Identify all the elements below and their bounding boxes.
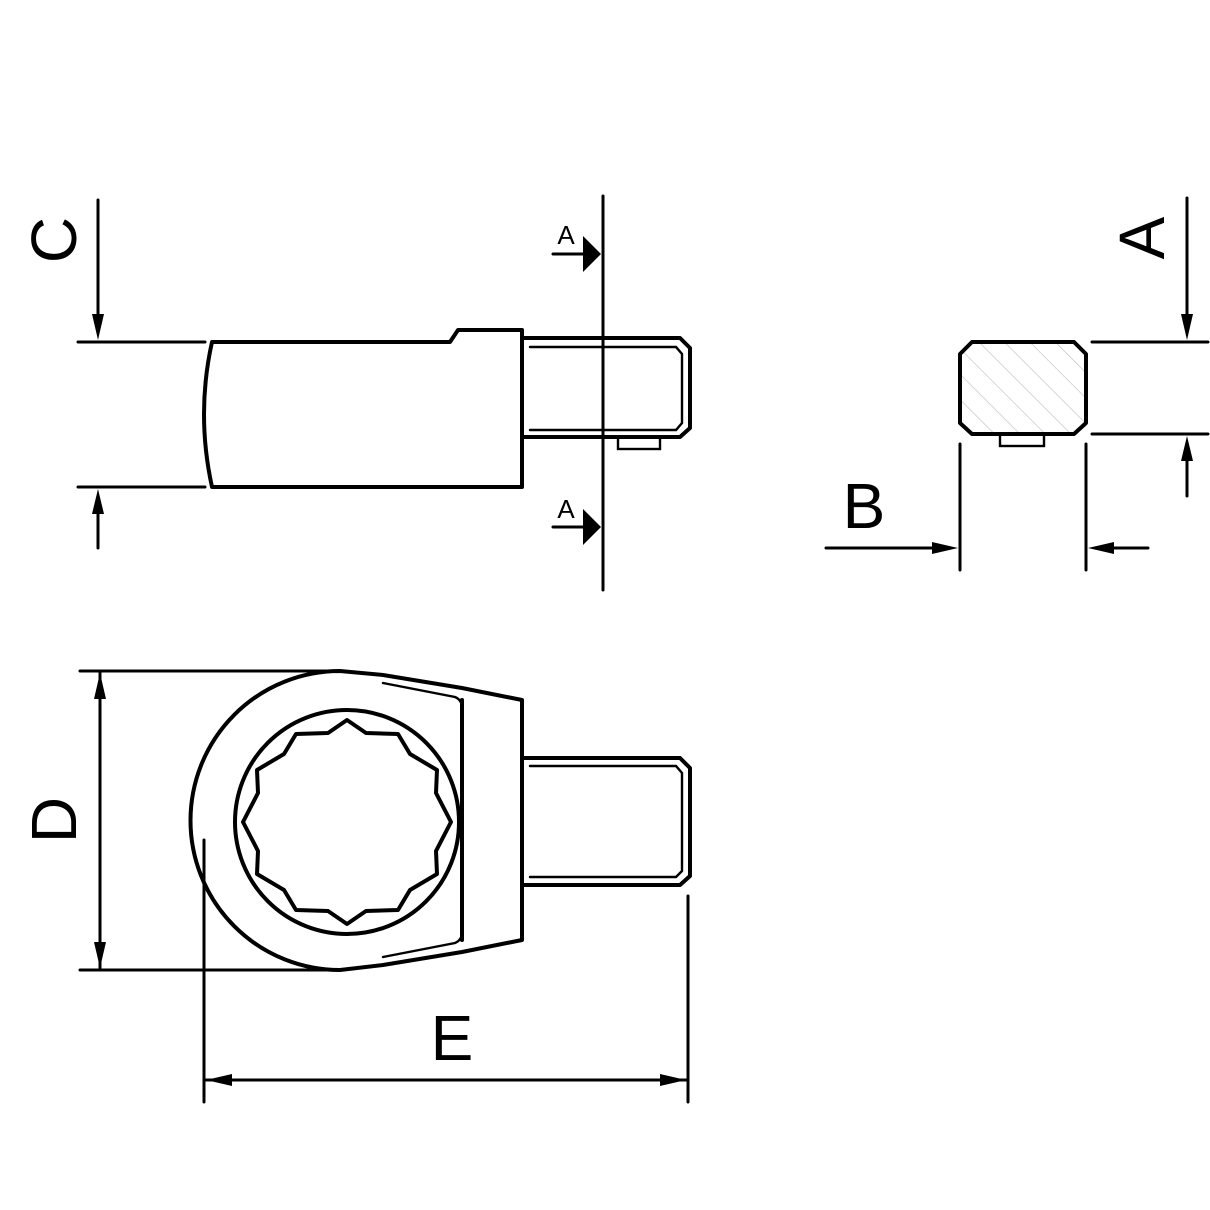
top-view: D E: [18, 669, 692, 1104]
dim-d-lower-arrow: [94, 942, 106, 968]
dim-e-right-arrow: [660, 1074, 686, 1086]
dim-a-upper-arrow: [1181, 314, 1193, 340]
side-view-drive-inner: [528, 345, 684, 432]
dim-label-a: A: [1106, 216, 1178, 259]
dim-e-left-arrow: [206, 1074, 232, 1086]
dim-c-lower-arrow: [92, 489, 104, 514]
side-view-detent: [616, 435, 662, 451]
section-hatch: [960, 342, 1086, 434]
section-view: A B: [824, 196, 1210, 572]
twelve-point-socket: [241, 718, 453, 926]
dim-label-d: D: [18, 797, 90, 843]
section-outline: [958, 340, 1088, 436]
section-arrow-bottom-head: [583, 509, 601, 545]
dim-a-lower-arrow: [1181, 436, 1193, 461]
top-view-ring-inner: [233, 708, 461, 936]
dim-label-c: C: [18, 217, 90, 263]
side-view-drive-stub: [520, 336, 692, 439]
top-view-drive-stub: [520, 756, 692, 887]
dim-b-right-arrow: [1088, 542, 1114, 554]
dim-label-b: B: [843, 470, 886, 542]
dim-b-left-arrow: [932, 542, 958, 554]
dim-c-upper-arrow: [92, 314, 104, 340]
side-view-body: [202, 328, 524, 489]
section-label-bottom: A: [557, 494, 575, 524]
section-detent: [998, 432, 1046, 448]
dim-d-upper-arrow: [94, 673, 106, 699]
section-arrow-top-head: [583, 236, 601, 272]
top-view-body-outline: [188, 669, 524, 972]
section-label-top: A: [557, 220, 575, 250]
dim-label-e: E: [431, 1002, 474, 1074]
top-view-inner-contour: [381, 681, 464, 959]
side-view: C A A: [18, 194, 692, 592]
top-view-drive-inner: [528, 764, 684, 879]
